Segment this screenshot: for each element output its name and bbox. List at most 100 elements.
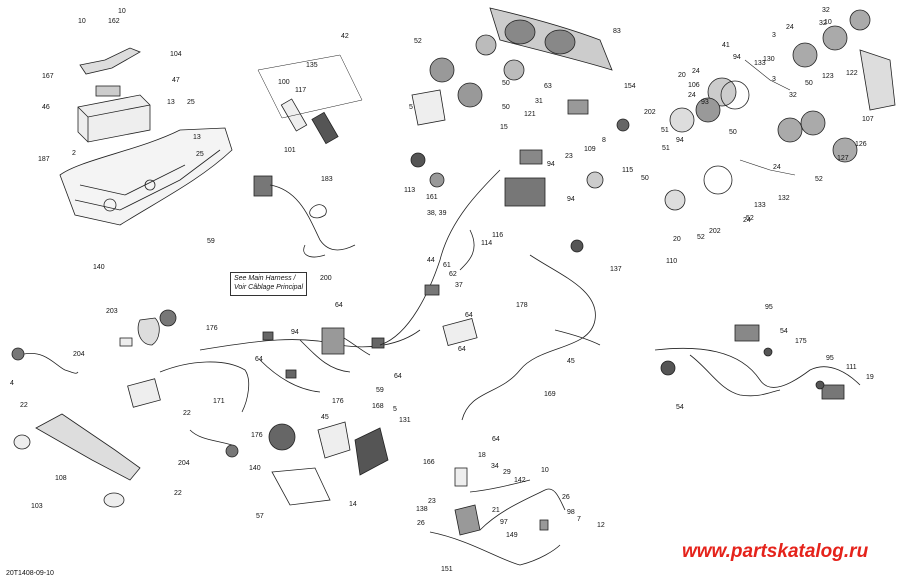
callout-label: 94 bbox=[547, 161, 555, 168]
watermark-text: www.partskatalog.ru bbox=[682, 541, 869, 562]
callout-label: 3 bbox=[772, 32, 776, 39]
callout-label: 54 bbox=[676, 404, 684, 411]
callout-label: 24 bbox=[786, 24, 794, 31]
callout-label: 41 bbox=[722, 42, 730, 49]
callout-label: 26 bbox=[562, 494, 570, 501]
callout-label: 169 bbox=[544, 391, 556, 398]
callout-label: 94 bbox=[567, 196, 575, 203]
callout-label: 22 bbox=[183, 410, 191, 417]
callout-label: 83 bbox=[613, 28, 621, 35]
callout-label: 26 bbox=[417, 520, 425, 527]
callout-label: 142 bbox=[514, 477, 526, 484]
callout-label: 32 bbox=[789, 92, 797, 99]
callout-label: 15 bbox=[500, 124, 508, 131]
callout-label: 46 bbox=[42, 104, 50, 111]
callout-label: 137 bbox=[610, 266, 622, 273]
callout-label: 24 bbox=[692, 68, 700, 75]
callout-label: 176 bbox=[332, 398, 344, 405]
callout-label: 166 bbox=[423, 459, 435, 466]
callout-label: 132 bbox=[778, 195, 790, 202]
callout-label: 95 bbox=[826, 355, 834, 362]
callout-label: 25 bbox=[196, 151, 204, 158]
callout-label: 3 bbox=[772, 76, 776, 83]
callout-label: 64 bbox=[335, 302, 343, 309]
callout-label: 133 bbox=[754, 202, 766, 209]
callout-label: 140 bbox=[249, 465, 261, 472]
callout-label: 94 bbox=[733, 54, 741, 61]
callout-label: 4 bbox=[10, 380, 14, 387]
callout-label: 52 bbox=[815, 176, 823, 183]
callout-label: 47 bbox=[172, 77, 180, 84]
callout-label: 149 bbox=[506, 532, 518, 539]
callout-label: 97 bbox=[500, 519, 508, 526]
callout-label: 151 bbox=[441, 566, 453, 573]
callout-label: 44 bbox=[427, 257, 435, 264]
callout-label: 110 bbox=[666, 258, 678, 265]
callout-label: 32 bbox=[822, 7, 830, 14]
callout-label: 168 bbox=[372, 403, 384, 410]
callout-label: 204 bbox=[73, 351, 85, 358]
callout-label: 50 bbox=[502, 104, 510, 111]
callout-label: 161 bbox=[426, 194, 438, 201]
callout-label: 183 bbox=[321, 176, 333, 183]
callout-label: 107 bbox=[862, 116, 874, 123]
callout-label: 98 bbox=[567, 509, 575, 516]
callout-label: 25 bbox=[187, 99, 195, 106]
callout-label: 10 bbox=[78, 18, 86, 25]
callout-label: 29 bbox=[503, 469, 511, 476]
callout-label: 21 bbox=[492, 507, 500, 514]
callout-label: 10 bbox=[541, 467, 549, 474]
callout-label: 93 bbox=[701, 99, 709, 106]
callout-label: 34 bbox=[491, 463, 499, 470]
callout-label: 31 bbox=[535, 98, 543, 105]
callout-label: 101 bbox=[284, 147, 296, 154]
main-harness bbox=[199, 169, 501, 393]
callout-label: 23 bbox=[428, 498, 436, 505]
callout-label: 37 bbox=[455, 282, 463, 289]
callout-label: 22 bbox=[20, 402, 28, 409]
callout-label: 187 bbox=[38, 156, 50, 163]
relay-holder bbox=[257, 54, 363, 145]
callout-label: 50 bbox=[805, 80, 813, 87]
callout-label: 10 bbox=[824, 19, 832, 26]
callout-label: 103 bbox=[31, 503, 43, 510]
dash-cover bbox=[489, 7, 613, 71]
callout-label: 178 bbox=[516, 302, 528, 309]
callout-label: 171 bbox=[213, 398, 225, 405]
callout-label: 59 bbox=[376, 387, 384, 394]
callout-label: 62 bbox=[449, 271, 457, 278]
callout-label: 10 bbox=[118, 8, 126, 15]
callout-label: 32 bbox=[819, 20, 827, 27]
callout-label: 23 bbox=[565, 153, 573, 160]
bottom-cables bbox=[429, 467, 566, 566]
bracket-162 bbox=[79, 47, 141, 75]
callout-label: 45 bbox=[321, 414, 329, 421]
callout-label: 42 bbox=[341, 33, 349, 40]
cable-204 bbox=[189, 429, 233, 446]
headlight-parts bbox=[11, 309, 177, 374]
callout-label: 5 bbox=[409, 104, 413, 111]
callout-label: 51 bbox=[661, 127, 669, 134]
callout-label: 45 bbox=[567, 358, 575, 365]
callout-label: 114 bbox=[481, 240, 493, 247]
callout-label: 106 bbox=[688, 82, 700, 89]
callout-label: 52 bbox=[697, 234, 705, 241]
callout-label: 204 bbox=[178, 460, 190, 467]
callout-label: 167 bbox=[42, 73, 54, 80]
document-id: 20T1408-09-10 bbox=[6, 570, 54, 577]
callout-label: 18 bbox=[478, 452, 486, 459]
callout-label: 12 bbox=[597, 522, 605, 529]
callout-label: 50 bbox=[729, 129, 737, 136]
note-line-french: Voir Câblage Principal bbox=[234, 283, 303, 291]
callout-label: 203 bbox=[106, 308, 118, 315]
callout-label: 126 bbox=[855, 141, 867, 148]
callout-label: 64 bbox=[465, 312, 473, 319]
battery-box bbox=[77, 85, 151, 143]
note-line-english: See Main Harness / bbox=[234, 275, 296, 282]
callout-label: 95 bbox=[765, 304, 773, 311]
callout-label: 8 bbox=[602, 137, 606, 144]
callout-label: 24 bbox=[773, 164, 781, 171]
callout-label: 2 bbox=[72, 150, 76, 157]
